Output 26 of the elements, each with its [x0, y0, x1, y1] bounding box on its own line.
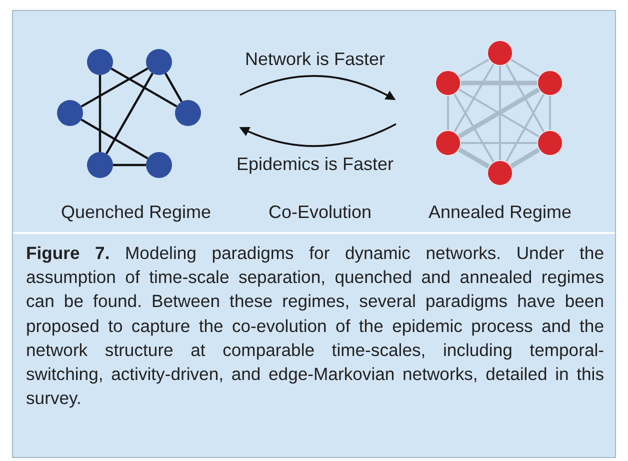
network-link [110, 68, 178, 108]
network-link [549, 96, 551, 130]
network-link [447, 96, 449, 130]
arrow-label: Epidemics is Faster [236, 154, 394, 175]
arrow-label: Network is Faster [244, 49, 386, 70]
figure-caption: Figure 7. Modeling paradigms for dynamic networks. Under the assumption of time-scale separation, quenched and annealed regimes can be found. Between these regimes, several paradigms have been proposed to capture the co-evolution of the epidemic process and the network structure at comparable time-scales, including temporal-switching, activity-driven, and edge-Markovian networks, detailed in this survey. [26, 242, 604, 410]
network-link [454, 64, 494, 132]
network-link [454, 94, 494, 162]
network-link [499, 66, 501, 160]
regime-label: Quenched Regime [60, 202, 212, 223]
network-link [505, 94, 545, 162]
regime-label: Co-Evolution [268, 202, 372, 223]
network-link [113, 164, 146, 166]
network-link [461, 142, 537, 144]
network-link [458, 148, 490, 168]
regime-label: Annealed Regime [428, 202, 572, 223]
network-link [98, 75, 102, 152]
network-link [106, 72, 154, 154]
network-link [458, 58, 490, 78]
network-link [461, 80, 537, 86]
network-link [505, 64, 545, 132]
network-link [80, 118, 148, 160]
network-link [164, 72, 183, 102]
network-link [510, 148, 540, 168]
network-link [510, 58, 540, 78]
network-link [80, 68, 148, 108]
